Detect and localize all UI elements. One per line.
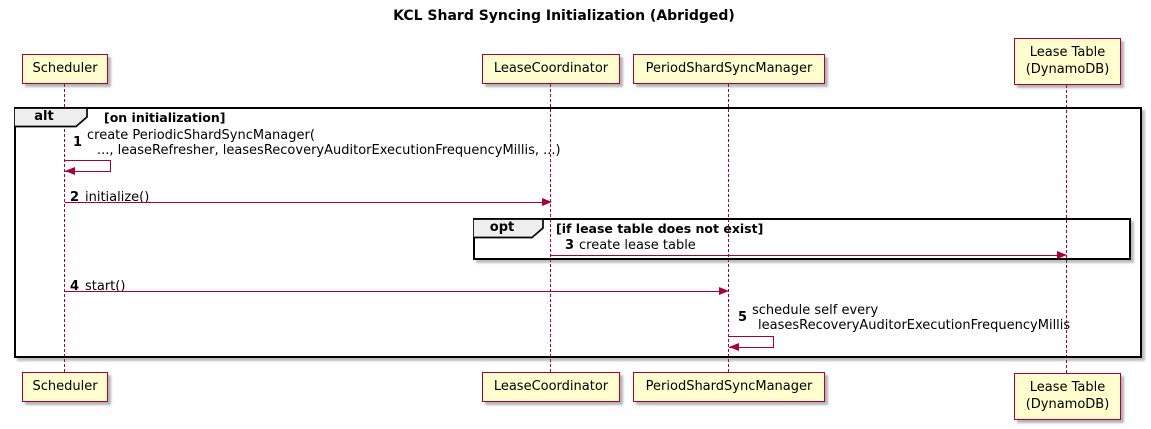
participant-lease-coordinator-bottom: LeaseCoordinator	[482, 372, 620, 402]
message-3-arrowhead-icon	[1057, 251, 1067, 259]
message-3-text: create lease table	[579, 238, 696, 253]
message-4-number: 4	[70, 279, 80, 294]
diagram-title: KCL Shard Syncing Initialization (Abridg…	[393, 8, 735, 24]
message-4-text: start()	[85, 279, 126, 294]
message-5-text-line2: leasesRecoveryAuditorExecutionFrequencyM…	[758, 318, 1071, 333]
opt-keyword: opt	[489, 220, 515, 235]
participant-label: Scheduler	[32, 378, 98, 394]
message-5-number: 5	[738, 310, 748, 325]
message-2-arrowhead-icon	[542, 198, 552, 206]
alt-condition: [on initialization]	[104, 110, 226, 125]
lifeline-lease-coordinator	[550, 84, 551, 372]
message-5-self-loop	[729, 336, 774, 348]
lifeline-scheduler	[64, 84, 65, 372]
opt-frame-pentagon	[473, 218, 544, 239]
message-1-self-loop	[65, 160, 111, 172]
alt-keyword: alt	[34, 109, 54, 124]
message-1-arrowhead-icon	[65, 167, 75, 175]
participant-period-shard-sync-manager-bottom: PeriodShardSyncManager	[633, 372, 825, 402]
message-3-number: 3	[565, 238, 575, 253]
participant-scheduler-top: Scheduler	[22, 54, 108, 84]
alt-frame-pentagon	[14, 107, 88, 128]
lifeline-lease-table	[1066, 85, 1067, 373]
participant-scheduler-bottom: Scheduler	[22, 372, 108, 402]
message-5-text-line1: schedule self every	[752, 303, 879, 318]
opt-condition: [if lease table does not exist]	[556, 221, 764, 236]
message-2-text: initialize()	[85, 190, 150, 205]
participant-label-line1: Lease Table	[1029, 44, 1106, 60]
message-2-arrow	[65, 202, 543, 203]
message-5-arrowhead-icon	[729, 343, 739, 351]
opt-frame	[473, 218, 1131, 260]
message-3-arrow	[551, 255, 1058, 256]
participant-label: PeriodShardSyncManager	[645, 60, 813, 76]
participant-lease-table-top: Lease Table (DynamoDB)	[1014, 38, 1121, 85]
lifeline-period-shard-sync-manager	[728, 84, 729, 372]
participant-label: LeaseCoordinator	[493, 60, 609, 76]
message-4-arrowhead-icon	[719, 287, 729, 295]
participant-label: LeaseCoordinator	[493, 378, 609, 394]
message-2-number: 2	[70, 190, 80, 205]
participant-period-shard-sync-manager-top: PeriodShardSyncManager	[633, 54, 825, 84]
participant-lease-table-bottom: Lease Table (DynamoDB)	[1014, 373, 1121, 420]
message-1-text-line2: ..., leaseRefresher, leasesRecoveryAudit…	[97, 143, 561, 158]
message-1-text-line1: create PeriodicShardSyncManager(	[87, 128, 315, 143]
participant-lease-coordinator-top: LeaseCoordinator	[482, 54, 620, 84]
participant-label-line2: (DynamoDB)	[1025, 61, 1110, 77]
participant-label: PeriodShardSyncManager	[645, 378, 813, 394]
participant-label-line2: (DynamoDB)	[1025, 396, 1110, 412]
participant-label: Scheduler	[32, 60, 98, 76]
participant-label-line1: Lease Table	[1029, 379, 1106, 395]
message-1-number: 1	[73, 135, 83, 150]
message-4-arrow	[65, 291, 720, 292]
alt-frame	[14, 107, 1142, 358]
